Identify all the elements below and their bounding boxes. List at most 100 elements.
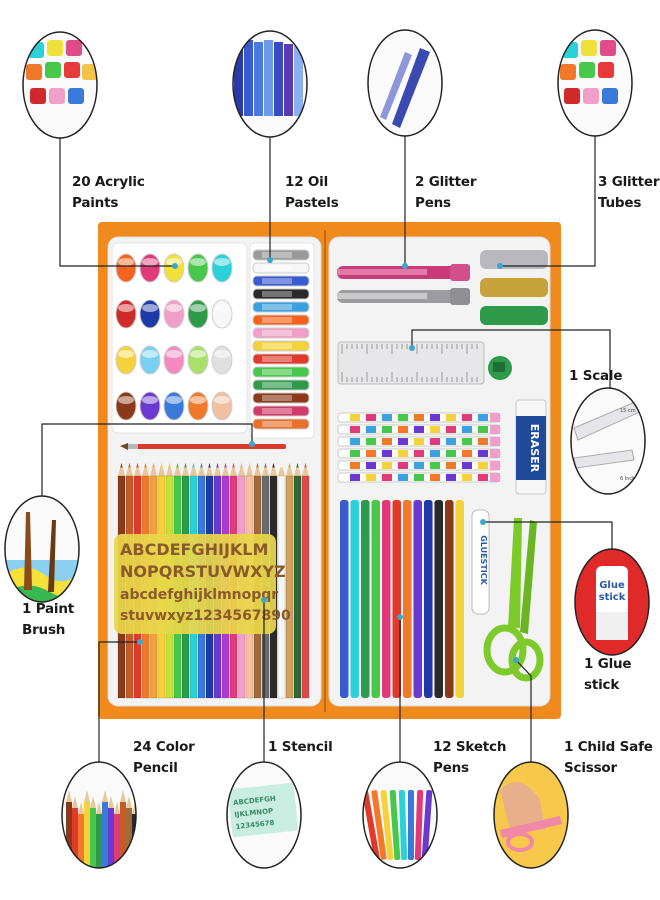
oil-pastel [252, 327, 310, 339]
paint-pot [187, 253, 209, 283]
thumb-pencil [84, 790, 90, 868]
stencil-row-2: NOPQRSTUVWXYZ [120, 562, 286, 581]
paint-pot [211, 391, 233, 421]
thumb-pencil [78, 802, 84, 868]
sketch-pen [455, 500, 464, 698]
paint-pot [211, 345, 233, 375]
connector-lines [41, 136, 613, 762]
thumb-scale-note: 15 cm [620, 408, 636, 414]
glitter-tubes [480, 250, 548, 325]
thumb-glue-brand-2: stick [599, 592, 626, 603]
paint-pot [115, 299, 137, 329]
decorated-pencil [337, 412, 501, 423]
paint-pot [187, 391, 209, 421]
art-kit-case: ABCDEFGHIJKLM NOPQRSTUVWXYZ abcdefghijkl… [98, 222, 561, 719]
label-glue-stick: 1 Glue stick [584, 656, 632, 693]
acrylic-paint-pots [115, 253, 233, 421]
thumbnail-stencil: ABCDEFGH IJKLMNOP 12345678 [226, 761, 302, 869]
sketch-pen [371, 500, 380, 698]
label-scale: 1 Scale [569, 368, 623, 384]
thumbnail-sketch-pens [362, 761, 438, 869]
paint-pot [163, 299, 185, 329]
label-paint-brush: 1 Paint Brush [22, 601, 75, 638]
thumb-pencil [126, 796, 132, 868]
thumb-sketch-pen [363, 790, 380, 860]
decorated-pencil [337, 460, 501, 471]
decorated-pencil [337, 424, 501, 435]
stencil-sheet: ABCDEFGHIJKLM NOPQRSTUVWXYZ abcdefghijkl… [114, 534, 291, 634]
oil-pastels [252, 249, 310, 430]
sketch-pen [392, 500, 401, 698]
thumbnail-scale: 15 cm 6 Inch [570, 387, 646, 495]
thumb-pencil [102, 790, 108, 868]
thumb-sketch-pen [371, 790, 387, 860]
scale-ruler [337, 341, 512, 385]
oil-pastel [252, 353, 310, 365]
thumb-sketch-pen [414, 789, 424, 861]
color-pencil [285, 463, 294, 699]
color-pencil [301, 463, 310, 699]
eraser-label: ERASER [528, 424, 541, 473]
label-color-pencils: 24 Color Pencil [133, 739, 195, 776]
decorated-pencil [337, 472, 501, 483]
thumb-sketch-pen [408, 790, 414, 860]
sketch-pen [424, 500, 433, 698]
thumbnail-glitter-pens [367, 29, 443, 137]
thumbnail-glitter-tubes [557, 29, 633, 137]
thumb-glue-brand-1: Glue [599, 580, 625, 591]
paint-pot [211, 253, 233, 283]
sketch-pen [361, 500, 370, 698]
thumb-pencil [132, 802, 136, 868]
thumb-pencil [108, 796, 114, 868]
oil-pastel [252, 418, 310, 430]
sketch-pen [350, 500, 359, 698]
paint-pot [163, 391, 185, 421]
oil-pastel [252, 275, 310, 287]
oil-pastel [252, 366, 310, 378]
label-sketch-pens: 12 Sketch Pens [433, 739, 507, 776]
thumb-sketch-pen [421, 790, 433, 860]
stencil-row-3: abcdefghijklmnopqr [120, 587, 278, 603]
oil-pastel [252, 392, 310, 404]
paint-pot [211, 299, 233, 329]
eraser: ERASER [515, 399, 547, 495]
paint-pot [115, 253, 137, 283]
thumb-sketch-pen [389, 790, 401, 860]
oil-pastel [252, 405, 310, 417]
paint-pot [187, 345, 209, 375]
oil-pastel [252, 262, 310, 274]
thumbnail-paint-brush [4, 495, 80, 603]
thumb-scale-note-2: 6 Inch [620, 476, 635, 482]
decorated-pencil [337, 448, 501, 459]
paint-pot [139, 253, 161, 283]
color-pencil [277, 463, 286, 699]
paint-brush [120, 443, 286, 450]
oil-pastel [252, 288, 310, 300]
gluestick-label: GLUESTICK [479, 535, 488, 585]
sketch-pen [340, 500, 349, 698]
glitter-pens [337, 264, 470, 305]
oil-pastel [252, 314, 310, 326]
thumbnail-color-pencils [61, 761, 137, 869]
oil-pastel [252, 301, 310, 313]
sketch-pen [382, 500, 391, 698]
stencil-row-1: ABCDEFGHIJKLM [120, 540, 268, 559]
thumb-pencil [72, 796, 78, 868]
scissors [483, 518, 544, 682]
oil-pastel [252, 340, 310, 352]
paint-pot [115, 345, 137, 375]
oil-pastel [252, 249, 310, 261]
label-glitter-tubes: 3 Glitter Tubes [598, 174, 660, 211]
sketch-pen [434, 500, 443, 698]
paint-pot [163, 345, 185, 375]
thumb-pencil [96, 802, 102, 868]
thumb-sketch-pen [398, 789, 408, 861]
paint-pot [139, 345, 161, 375]
thumb-pencil [90, 796, 96, 868]
thumbnail-scissors [493, 761, 569, 869]
paint-pot [115, 391, 137, 421]
label-oil-pastels: 12 Oil Pastels [285, 174, 339, 211]
stencil-row-4: stuvwxyz1234567890 [120, 608, 291, 624]
paint-pot [139, 391, 161, 421]
decorated-pencil [337, 436, 501, 447]
